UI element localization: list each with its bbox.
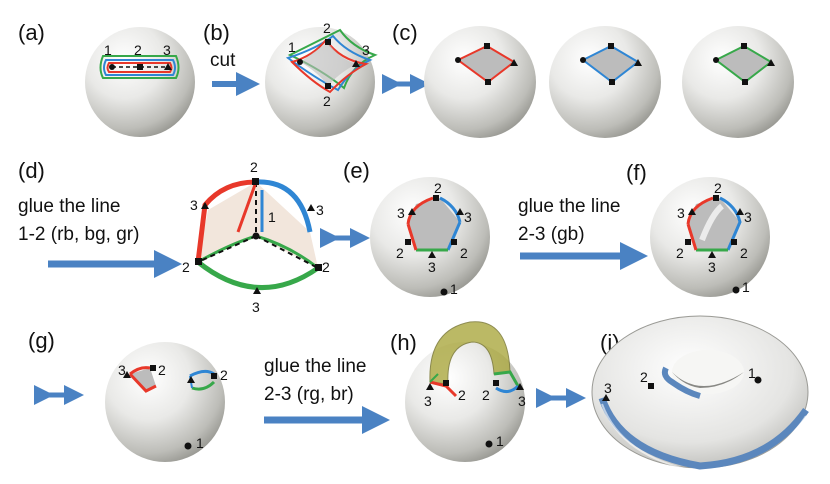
label-2-i: 2 bbox=[640, 369, 648, 385]
label-3-h-right: 3 bbox=[518, 393, 526, 409]
label-1-a: 1 bbox=[104, 42, 112, 58]
label-1-h: 1 bbox=[496, 433, 504, 449]
label-3-h-left: 3 bbox=[424, 393, 432, 409]
label-3-a: 3 bbox=[163, 42, 171, 58]
label-3-f-bottom: 3 bbox=[708, 259, 716, 275]
panel-label-h: (h) bbox=[390, 330, 417, 355]
sphere-c-green bbox=[682, 26, 794, 138]
label-2-f-left: 2 bbox=[676, 245, 684, 261]
sphere-c-blue bbox=[549, 26, 661, 138]
caption-cut: cut bbox=[210, 50, 236, 71]
label-2b-bottom: 2 bbox=[323, 93, 331, 109]
label-3-b: 3 bbox=[362, 42, 370, 58]
label-2-h-left: 2 bbox=[458, 387, 466, 403]
caption-glue-g-2: 2-3 (rg, br) bbox=[264, 384, 354, 405]
label-2-e-right: 2 bbox=[460, 245, 468, 261]
label-2-f-top: 2 bbox=[714, 180, 722, 196]
sphere-g bbox=[105, 342, 225, 462]
label-2-e-top: 2 bbox=[434, 180, 442, 196]
label-2-f-right: 2 bbox=[740, 245, 748, 261]
panel-label-e: (e) bbox=[343, 158, 370, 183]
caption-glue-e-1: glue the line bbox=[518, 196, 620, 217]
label-3-e-left: 3 bbox=[397, 205, 405, 221]
panel-label-f: (f) bbox=[626, 160, 647, 185]
sphere-b bbox=[265, 27, 378, 137]
label-3-d-bottom: 3 bbox=[252, 299, 260, 315]
label-1-g: 1 bbox=[196, 435, 204, 451]
sphere-h bbox=[405, 321, 525, 462]
panel-label-g: (g) bbox=[28, 328, 55, 353]
sphere-a bbox=[85, 27, 195, 137]
label-2-e-left: 2 bbox=[396, 245, 404, 261]
label-3-i: 3 bbox=[604, 380, 612, 396]
panel-label-b: (b) bbox=[203, 20, 230, 45]
label-3-e-right: 3 bbox=[464, 209, 472, 225]
panel-label-a: (a) bbox=[18, 20, 45, 45]
caption-glue-e-2: 2-3 (gb) bbox=[518, 224, 585, 245]
sphere-e bbox=[370, 177, 490, 297]
label-2-d-right: 2 bbox=[322, 259, 330, 275]
caption-glue-d-1: glue the line bbox=[18, 196, 120, 217]
sphere-f bbox=[650, 177, 770, 297]
label-1-e: 1 bbox=[450, 281, 458, 297]
label-2-g-left: 2 bbox=[158, 362, 166, 378]
label-3-f-right: 3 bbox=[744, 209, 752, 225]
caption-glue-g-1: glue the line bbox=[264, 356, 366, 377]
panel-label-c: (c) bbox=[392, 20, 418, 45]
caption-glue-d-2: 1-2 (rb, bg, gr) bbox=[18, 224, 139, 245]
label-3-e-bottom: 3 bbox=[428, 259, 436, 275]
panel-label-d: (d) bbox=[18, 158, 45, 183]
label-2-h-right: 2 bbox=[482, 387, 490, 403]
label-3-g-left: 3 bbox=[118, 362, 126, 378]
label-2b-top: 2 bbox=[323, 20, 331, 36]
label-2-a: 2 bbox=[134, 42, 142, 58]
label-2-g-right: 2 bbox=[220, 367, 228, 383]
label-3-f-left: 3 bbox=[677, 205, 685, 221]
label-1-f: 1 bbox=[742, 279, 750, 295]
label-2-d-left: 2 bbox=[182, 259, 190, 275]
label-3-d-left: 3 bbox=[190, 197, 198, 213]
triangle-net-d bbox=[195, 178, 322, 294]
label-2-d-top: 2 bbox=[250, 159, 258, 175]
label-1-b: 1 bbox=[288, 39, 296, 55]
torus-i bbox=[591, 315, 809, 474]
sphere-c-red bbox=[424, 26, 536, 138]
label-1-i: 1 bbox=[748, 365, 756, 381]
label-1-d: 1 bbox=[268, 209, 276, 225]
label-3-d-right: 3 bbox=[316, 202, 324, 218]
